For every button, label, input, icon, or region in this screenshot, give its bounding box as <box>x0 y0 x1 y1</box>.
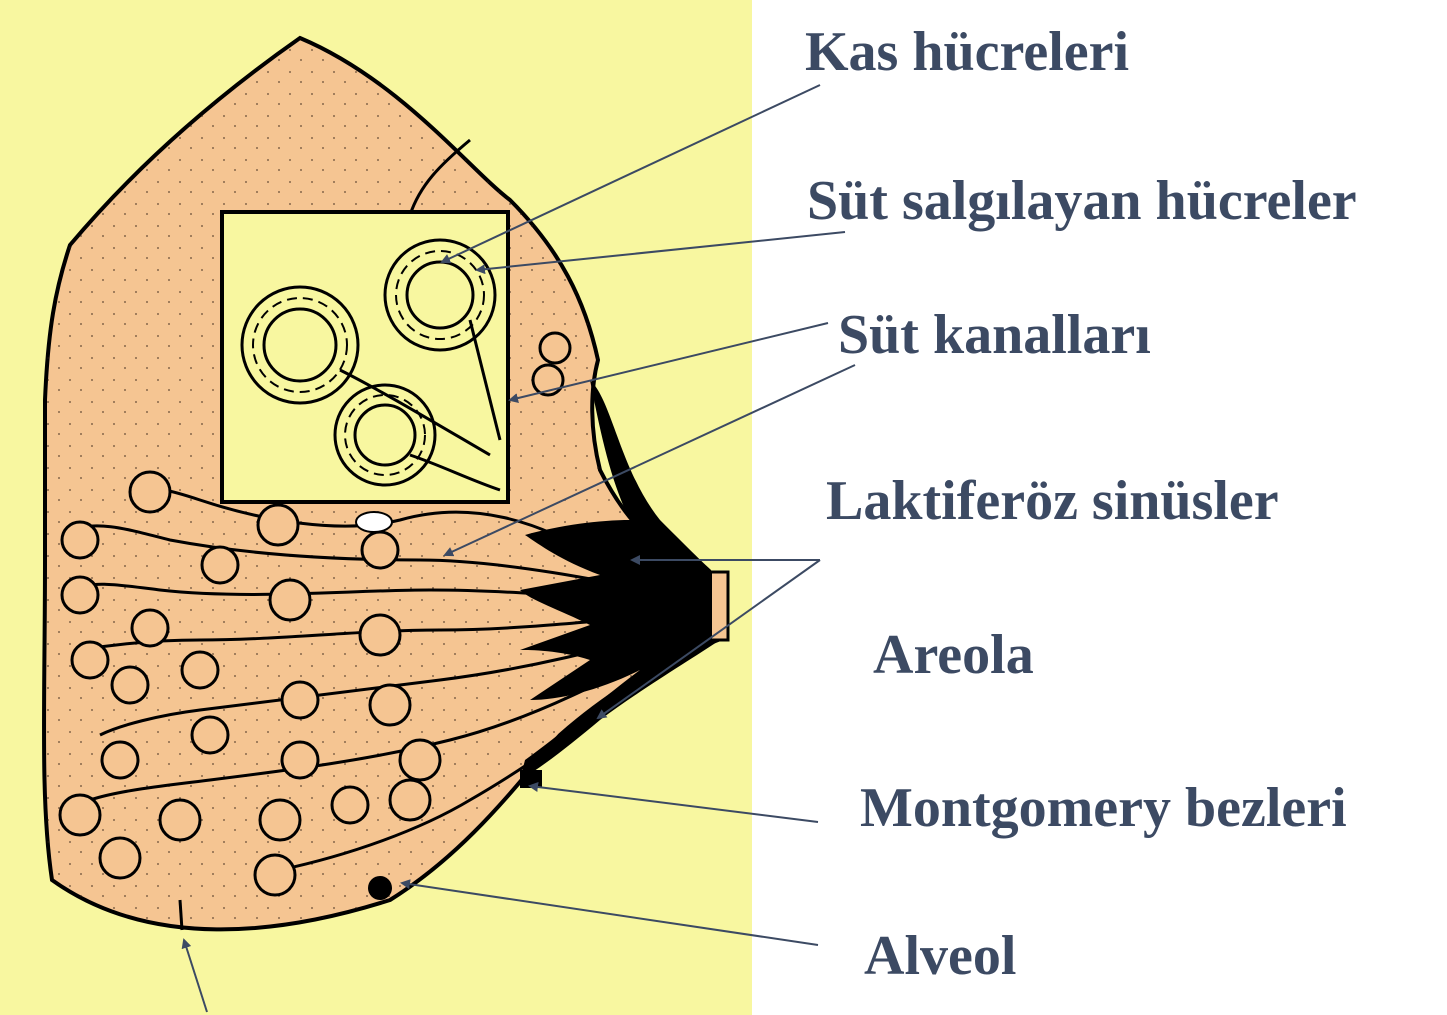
label-milk-ducts: Süt kanalları <box>838 307 1151 363</box>
white-lobule <box>356 512 392 532</box>
label-montgomery-glands: Montgomery bezleri <box>860 780 1347 836</box>
label-alveolus: Alveol <box>864 928 1016 984</box>
label-muscle-cells: Kas hücreleri <box>805 24 1129 80</box>
nipple <box>712 572 728 640</box>
label-milk-secreting-cells: Süt salgılayan hücreler <box>807 173 1357 229</box>
chest-wall-mark <box>180 900 182 930</box>
label-lactiferous-sinuses: Laktiferöz sinüsler <box>826 473 1279 529</box>
label-areola: Areola <box>873 627 1034 683</box>
alveolus-dark <box>368 876 392 900</box>
